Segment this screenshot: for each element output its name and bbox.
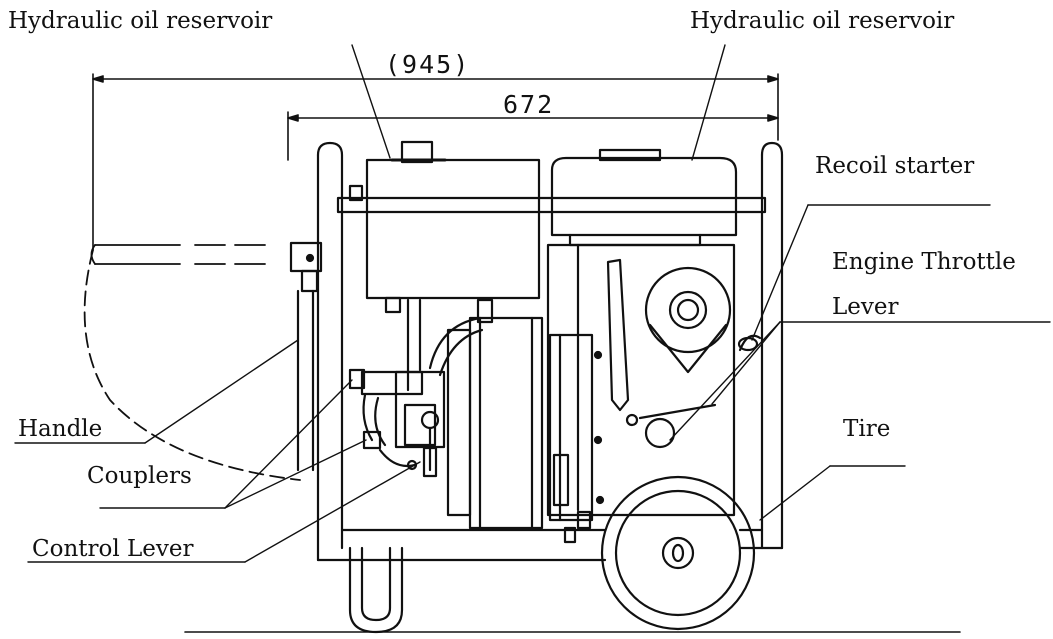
label-reservoir-left: Hydraulic oil reservoir [8,8,273,34]
pump-assembly [348,298,594,544]
frame [289,141,784,562]
dimension-lines [92,73,779,251]
label-engine-throttle: Engine Throttle [832,249,1016,275]
label-recoil-starter: Recoil starter [815,153,975,179]
label-reservoir-right: Hydraulic oil reservoir [690,8,955,34]
dimension-overall-945: (945) [385,50,471,79]
reservoir-left-tank [365,140,541,314]
leader-lines [14,44,1051,563]
label-throttle-lever: Lever [832,294,899,320]
label-control-lever: Control Lever [32,536,194,562]
wheel [600,475,756,631]
handle-swing [83,244,301,481]
engine-body [546,243,762,517]
label-couplers: Couplers [87,463,192,489]
dimension-frame-672: 672 [503,90,555,119]
label-tire: Tire [843,416,891,442]
label-handle: Handle [18,416,103,442]
